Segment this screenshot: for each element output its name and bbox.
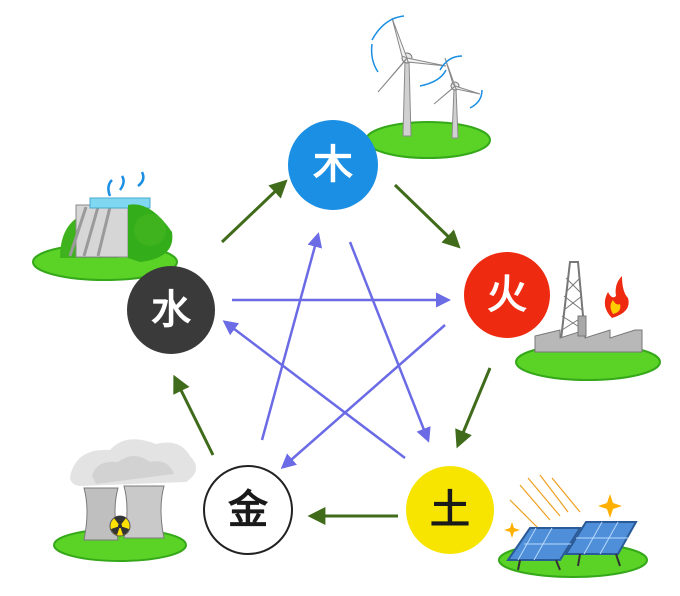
nuclear-power-plant-icon: [53, 439, 197, 562]
arrow-metal-to-water: [173, 374, 215, 456]
solar-panel-icon: [498, 474, 648, 578]
arrow-fire-to-earth: [455, 367, 492, 449]
arrow-earth-to-water: [222, 320, 406, 459]
arrow-wood-to-fire: [393, 183, 461, 249]
hydro-dam-icon: [32, 171, 178, 281]
node-metal: 金: [203, 465, 293, 555]
overcoming-cycle-arrows: [222, 232, 451, 469]
node-fire: 火: [464, 252, 550, 338]
node-metal-label: 金: [227, 487, 269, 533]
arrow-wood-to-earth: [348, 241, 431, 443]
node-earth-label: 土: [430, 487, 470, 533]
node-water: 水: [127, 266, 215, 354]
node-earth: 土: [406, 466, 494, 554]
node-water-label: 水: [151, 287, 192, 333]
node-wood: 木: [288, 120, 378, 210]
arrow-water-to-wood: [220, 179, 288, 244]
thermal-power-plant-icon: [515, 261, 661, 381]
generating-cycle-arrows: [173, 179, 492, 525]
node-wood-label: 木: [313, 142, 353, 188]
arrow-metal-to-wood: [260, 232, 323, 441]
arrow-fire-to-metal: [280, 324, 446, 469]
wind-turbine-icon: [365, 15, 491, 159]
node-fire-label: 火: [487, 272, 527, 318]
